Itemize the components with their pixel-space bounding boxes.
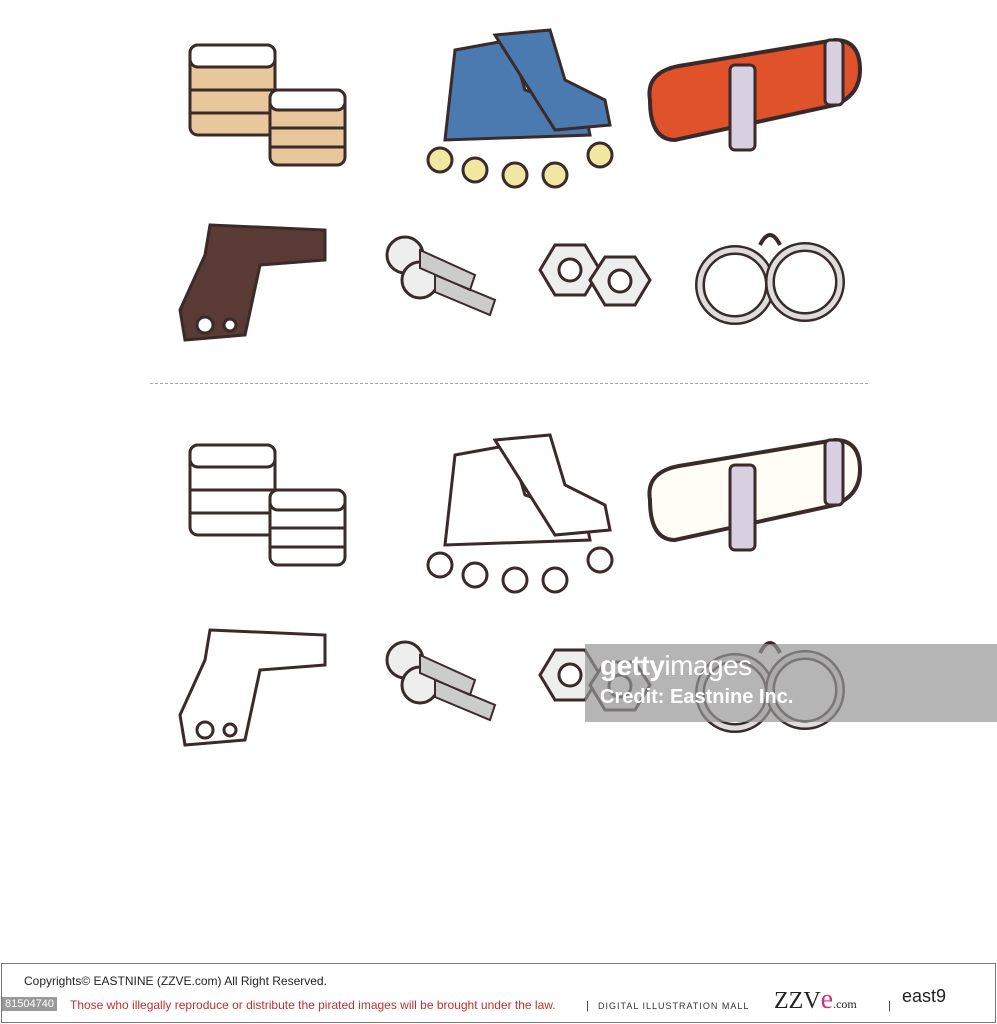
handcuffs-color — [700, 235, 840, 320]
inline-skates-outline — [426, 433, 614, 594]
copyright-text: Copyrights© EASTNINE (ZZVE.com) All Righ… — [24, 974, 327, 988]
credit-text: Credit: Eastnine Inc. — [600, 686, 794, 708]
mall-label: DIGITAL ILLUSTRATION MALL — [598, 1001, 750, 1011]
skateboard-outline — [647, 438, 862, 552]
zzve-suffix: .com — [833, 997, 857, 1011]
inline-skates-color — [426, 28, 614, 189]
skateboard-color — [647, 38, 862, 152]
image-id-badge: 81504740 — [2, 997, 57, 1011]
zzve-logo: ZZVe.com — [774, 984, 857, 1016]
screws-outline — [385, 640, 497, 722]
footer-bar: Copyrights© EASTNINE (ZZVE.com) All Righ… — [1, 963, 996, 1023]
pistol-outline — [178, 628, 327, 747]
color-set — [178, 28, 862, 342]
nuts-color — [538, 243, 652, 307]
separator: | — [888, 1000, 891, 1012]
zzve-e: e — [820, 984, 834, 1015]
getty-watermark: gettyimages Credit: Eastnine Inc. — [585, 644, 997, 722]
logo-bold: getty — [600, 650, 665, 681]
dashed-divider — [150, 383, 868, 384]
logo-light: images — [664, 650, 752, 681]
plyo-boxes-color — [188, 43, 347, 167]
warning-text: Those who illegally reproduce or distrib… — [70, 998, 556, 1012]
getty-logo: gettyimages — [600, 650, 752, 682]
east9-logo: east9 — [902, 986, 947, 1006]
zzve-prefix: ZZV — [774, 988, 821, 1014]
illustration-sheet — [178, 28, 862, 747]
pistol-color — [178, 223, 327, 342]
separator: | — [586, 1000, 589, 1012]
screws-color — [385, 235, 497, 317]
plyo-boxes-outline — [188, 443, 347, 567]
